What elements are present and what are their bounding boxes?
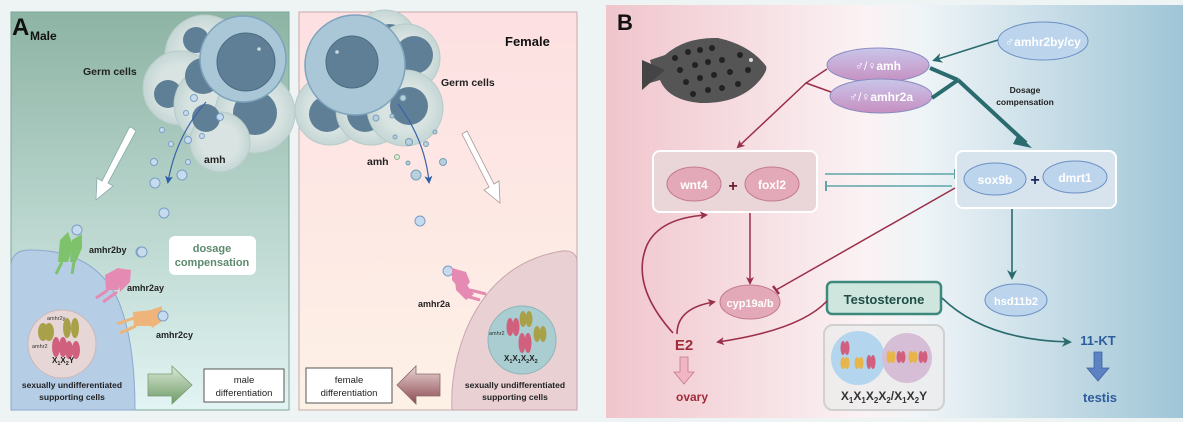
male-differentiation-line1: male xyxy=(234,375,255,386)
male-amhr2-gene-label: amhr2 xyxy=(32,344,48,350)
edge-amh-to-wnt4 xyxy=(738,68,832,147)
ovary-label: ovary xyxy=(676,390,708,404)
female-amh-molecules-icon xyxy=(372,94,447,227)
amhr2cy-label: amhr2cy xyxy=(156,330,193,340)
node-hsd11b2-label: hsd11b2 xyxy=(994,296,1038,308)
male-cell-caption-line2: supporting cells xyxy=(39,392,105,402)
panel-a-letter: A xyxy=(12,14,29,41)
amhr2cy-receptor-icon xyxy=(116,306,169,335)
amhr2ay-label: amhr2ay xyxy=(127,283,164,293)
dosage-compensation-b-line1: Dosage xyxy=(1010,85,1041,95)
female-amhr2-gene-label: amhr2 xyxy=(489,331,505,337)
edge-sox9b-inhibits-cyp19 xyxy=(775,187,956,291)
edge-sox9b-inhibits-cyp19-bar xyxy=(772,285,780,295)
female-title: Female xyxy=(505,34,550,49)
testosterone-label: Testosterone xyxy=(844,292,925,307)
male-differentiation-line2: differentiation xyxy=(216,388,273,399)
female-outcome-arrow xyxy=(396,365,441,405)
female-amh-secretion-arrow xyxy=(397,103,433,184)
dosage-compensation-box xyxy=(169,236,256,275)
edge-amhr2bycy-to-amh xyxy=(932,39,999,63)
testis-label: testis xyxy=(1083,390,1117,405)
edge-amh-to-sox9b-head xyxy=(1013,134,1032,148)
node-amhr2a-label: ♂/♀amhr2a xyxy=(849,90,913,104)
female-karyotype: X1X1X2X2 xyxy=(504,354,538,365)
dosage-compensation-line1: dosage xyxy=(193,243,232,255)
node-11kt-label: 11-KT xyxy=(1080,333,1115,348)
female-differentiation-line2: differentiation xyxy=(321,388,378,399)
edge-e2-to-cyp19 xyxy=(676,299,716,335)
node-cyp19-label: cyp19a/b xyxy=(726,298,773,310)
node-foxl2-label: foxl2 xyxy=(758,178,786,192)
male-chromosomes-icon xyxy=(38,318,80,359)
male-direction-arrow xyxy=(95,126,137,201)
amhr2a-receptor-icon xyxy=(442,265,487,302)
node-wnt4 xyxy=(666,166,722,202)
node-foxl2 xyxy=(744,166,800,202)
node-amhr2bycy xyxy=(997,21,1089,61)
female-differentiation-box xyxy=(305,367,393,404)
male-amhr2y-gene-label: amhr2y xyxy=(47,316,66,322)
plus-sign-male: + xyxy=(1030,172,1039,189)
amhr2by-receptor-icon xyxy=(54,224,83,275)
karyotype-label: X1X1X2X2/X1X2Y xyxy=(841,389,927,405)
e2-to-ovary-arrow xyxy=(673,356,695,385)
edge-testosterone-to-e2 xyxy=(716,300,828,346)
amhr2ay-receptor-icon xyxy=(95,268,131,304)
female-germ-cells-icon xyxy=(294,9,444,147)
male-karyotype-cell-icon xyxy=(882,333,932,383)
female-germ-cells-label: Germ cells xyxy=(441,77,495,89)
male-germ-cells-icon xyxy=(142,14,296,173)
male-germ-cells-label: Germ cells xyxy=(83,66,137,78)
node-dmrt1 xyxy=(1042,160,1108,194)
node-sox9b-label: sox9b xyxy=(978,173,1013,187)
karyotype-chromosomes-icon xyxy=(840,341,928,369)
female-amh-label: amh xyxy=(367,156,389,168)
female-cell-caption-line2: supporting cells xyxy=(482,392,548,402)
fish-icon xyxy=(642,37,767,104)
edge-testosterone-to-11kt xyxy=(941,297,1072,347)
edge-e2-to-wnt4-foxl2 xyxy=(641,211,708,334)
male-amh-secretion-arrow xyxy=(165,101,207,184)
node-e2-label: E2 xyxy=(675,337,693,354)
male-cell-caption-line1: sexually undifferentiated xyxy=(22,380,122,390)
male-outcome-arrow xyxy=(147,365,193,405)
node-cyp19 xyxy=(719,284,781,320)
female-direction-arrow xyxy=(461,130,501,204)
male-amh-label: amh xyxy=(204,154,226,166)
panel-b: B ♂/♀amh ♂/♀amhr2a ♂amhr2by/cy Dosage co… xyxy=(606,5,1183,418)
testosterone-box xyxy=(825,280,943,316)
panel-b-letter: B xyxy=(617,10,633,35)
node-amh-label: ♂/♀amh xyxy=(855,59,901,73)
11kt-to-testis-arrow xyxy=(1086,351,1110,382)
amhr2by-label: amhr2by xyxy=(89,245,127,255)
dosage-compensation-line2: compensation xyxy=(175,257,250,269)
node-dmrt1-label: dmrt1 xyxy=(1058,171,1092,185)
node-wnt4-label: wnt4 xyxy=(679,178,708,192)
female-chromosomes-icon xyxy=(506,311,547,353)
amhr2a-label: amhr2a xyxy=(418,299,451,309)
node-amhr2bycy-label: ♂amhr2by/cy xyxy=(1005,35,1081,49)
plus-sign-female: + xyxy=(728,178,737,195)
male-karyotype: X1X2Y xyxy=(52,356,75,367)
node-sox9b xyxy=(963,162,1027,196)
dosage-compensation-b-line2: compensation xyxy=(996,97,1054,107)
female-differentiation-line1: female xyxy=(335,375,364,386)
panel-a-male: Germ cells amh amhr2y amhr2 X1X2Y sexual… xyxy=(10,11,296,411)
node-hsd11b2 xyxy=(984,283,1048,317)
panel-a-female: Germ cells amh amhr2 X1X1X2X2 sexually u… xyxy=(294,9,578,411)
amh-molecule-icon xyxy=(136,246,148,258)
female-cell-caption-line1: sexually undifferentiated xyxy=(465,380,565,390)
edge-amh-to-sox9b xyxy=(929,66,1028,145)
male-differentiation-box xyxy=(203,368,285,403)
male-title: Male xyxy=(30,29,57,43)
